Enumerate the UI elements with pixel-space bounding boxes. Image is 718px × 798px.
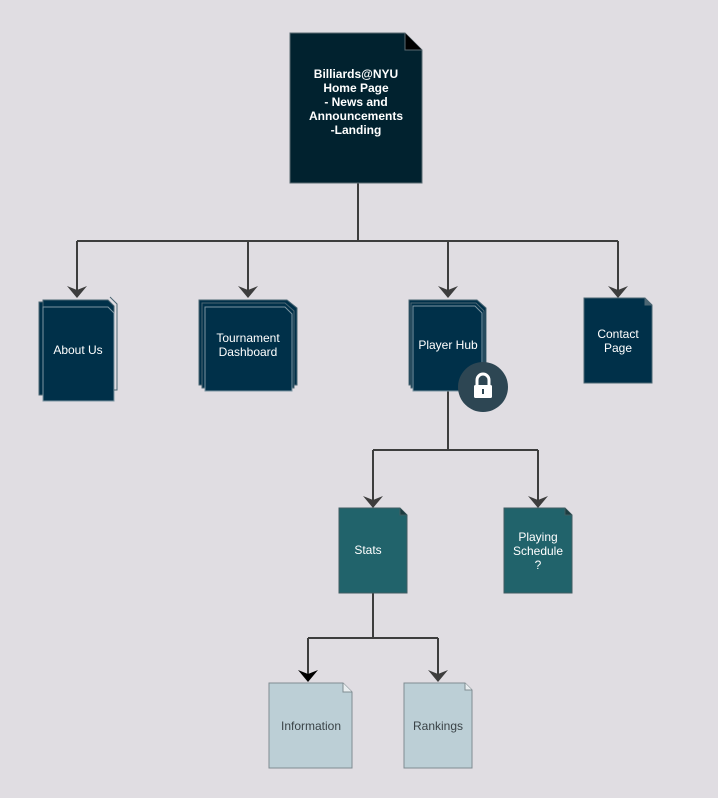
node-stats-label: Stats [354,543,381,557]
node-playing-schedule-shape [503,507,573,594]
arrowhead-schedule [528,496,548,508]
node-about-us-label: About Us [53,343,102,357]
node-information-fold [342,683,352,693]
node-tournament-dashboard-line: Dashboard [219,345,278,359]
arrowheads [67,286,628,682]
node-contact-page-line: Page [604,341,632,355]
node-tournament-dashboard[interactable]: Tournament Dashboard [198,299,298,392]
node-rankings-shape [403,682,473,769]
node-playing-schedule-fold [564,508,572,516]
node-playing-schedule-line: ? [535,558,542,572]
node-tournament-dashboard-line: Tournament [216,331,280,345]
arrowhead-tournament [238,286,258,298]
node-rankings-label: Rankings [413,719,463,733]
lock-shackle [475,372,491,386]
arrowhead-rankings [428,670,448,682]
node-home-page-shape [289,32,423,184]
lock-keyhole [482,389,484,394]
node-about-us-shape [42,306,115,402]
node-home-page-line: -Landing [331,123,382,137]
node-player-hub[interactable]: Player Hub [408,299,508,412]
node-home-page-line: Home Page [323,81,389,95]
node-information-shape [268,682,353,769]
node-home-page-line: - News and [324,95,387,109]
arrowhead-about [67,286,87,298]
node-home-page[interactable]: Billiards@NYU Home Page - News and Annou… [289,32,423,184]
page-corner [109,296,118,391]
node-information-label: Information [281,719,341,733]
node-contact-page-shape [583,297,653,384]
node-home-page-line: Billiards@NYU [314,67,398,81]
arrowhead-stats [363,496,383,508]
node-playing-schedule[interactable]: Playing Schedule ? [503,507,573,594]
node-rankings[interactable]: Rankings [403,682,473,769]
node-home-page-line: Announcements [309,109,403,123]
node-about-us[interactable]: About Us [38,296,118,402]
node-rankings-fold [464,683,472,691]
node-player-hub-label: Player Hub [418,338,478,352]
node-stats[interactable]: Stats [338,507,408,594]
node-home-page-fold [404,33,422,51]
node-contact-page[interactable]: Contact Page [583,297,653,384]
connectors [76,183,619,674]
arrowhead-contact [608,286,628,298]
node-playing-schedule-line: Playing [518,530,557,544]
node-stats-fold [399,508,407,516]
node-tournament-dashboard-shape [204,306,293,392]
node-contact-page-fold [644,298,652,306]
arrowhead-player-hub [438,286,458,298]
arrowhead-information [298,670,318,682]
node-player-hub-shape [412,305,483,392]
node-stats-shape [338,507,408,594]
node-information[interactable]: Information [268,682,353,769]
node-contact-page-line: Contact [597,327,639,341]
lock-icon [458,362,508,412]
node-playing-schedule-line: Schedule [513,544,563,558]
